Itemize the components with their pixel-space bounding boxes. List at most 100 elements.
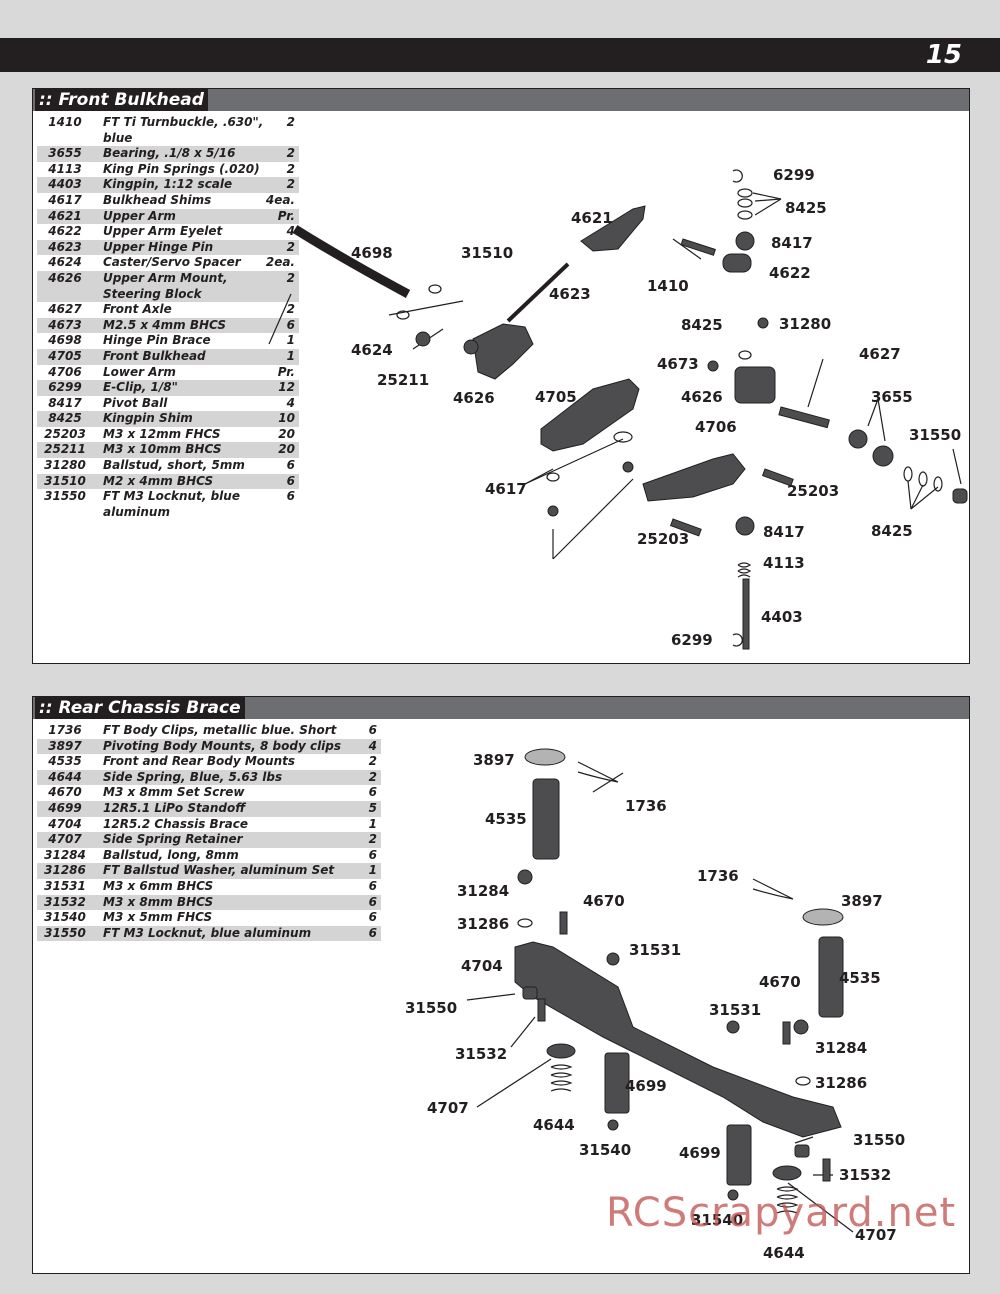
part-description: Front Bulkhead bbox=[103, 348, 206, 363]
part-quantity: 1 bbox=[368, 816, 377, 831]
part-quantity: 2 bbox=[286, 115, 295, 129]
part-description: Front and Rear Body Mounts bbox=[103, 754, 296, 769]
part-number: 4403 bbox=[48, 177, 82, 192]
callout-4673: 4673 bbox=[657, 355, 699, 373]
part-description: Side Spring, Blue, 5.63 lbs bbox=[103, 769, 283, 784]
callout-31550: 31550 bbox=[405, 999, 457, 1017]
page-number: 15 bbox=[925, 40, 962, 70]
part-description: E-Clip, 1/8" bbox=[103, 380, 178, 395]
callout-4617: 4617 bbox=[485, 480, 527, 498]
callout-4535-b: 4535 bbox=[839, 969, 881, 987]
callout-4670: 4670 bbox=[583, 892, 625, 910]
part-description: FT Body Clips, metallic blue. Short bbox=[103, 723, 337, 737]
part-quantity: 6 bbox=[368, 723, 377, 737]
part-description: FT M3 Locknut, blue aluminum bbox=[103, 489, 240, 519]
callout-31532-b: 31532 bbox=[839, 1166, 891, 1184]
part-description: Lower Arm bbox=[103, 364, 176, 379]
callout-8417-b: 8417 bbox=[763, 523, 805, 541]
part-row: 3655 Bearing, .1/8 x 5/16 2 bbox=[37, 146, 299, 162]
callout-4706: 4706 bbox=[695, 418, 737, 436]
part-quantity: 4 bbox=[368, 738, 377, 753]
part-number: 3655 bbox=[48, 146, 82, 161]
callout-31532: 31532 bbox=[455, 1045, 507, 1063]
callout-4623: 4623 bbox=[549, 285, 591, 303]
part-number: 1410 bbox=[48, 115, 82, 129]
part-description: Front Axle bbox=[103, 302, 172, 317]
callout-31284: 31284 bbox=[457, 882, 509, 900]
callout-4644-b: 4644 bbox=[763, 1244, 805, 1262]
part-description: Pivot Ball bbox=[103, 395, 168, 410]
callout-4707: 4707 bbox=[427, 1099, 469, 1117]
callout-31540-b: 31540 bbox=[691, 1211, 743, 1229]
callout-4627: 4627 bbox=[859, 345, 901, 363]
part-number: 3897 bbox=[48, 738, 82, 753]
part-number: 31550 bbox=[44, 925, 86, 940]
part-description: Kingpin, 1:12 scale bbox=[103, 177, 233, 192]
part-number: 25211 bbox=[44, 442, 86, 457]
part-quantity: 2 bbox=[286, 146, 295, 161]
callout-6299-b: 6299 bbox=[671, 631, 713, 649]
part-number: 4623 bbox=[48, 239, 82, 254]
part-number: 8425 bbox=[48, 411, 82, 426]
part-description: Hinge Pin Brace bbox=[103, 333, 211, 348]
callout-6299: 6299 bbox=[773, 166, 815, 184]
callout-25203: 25203 bbox=[787, 482, 839, 500]
callout-4624: 4624 bbox=[351, 341, 393, 359]
part-quantity: 6 bbox=[368, 847, 377, 862]
part-number: 4673 bbox=[48, 317, 82, 332]
part-quantity: 2 bbox=[368, 769, 377, 784]
callout-25203-b: 25203 bbox=[637, 530, 689, 548]
part-quantity: 12 bbox=[278, 380, 295, 395]
part-quantity: 4ea. bbox=[265, 192, 295, 207]
part-number: 4670 bbox=[48, 785, 82, 800]
part-quantity: 2 bbox=[286, 161, 295, 176]
part-description: FT M3 Locknut, blue aluminum bbox=[103, 925, 312, 940]
part-quantity: 10 bbox=[278, 411, 295, 426]
part-number: 4622 bbox=[48, 224, 82, 239]
rear-chassis-brace-diagram: 3897 1736 4535 1736 3897 31284 4670 3128… bbox=[405, 748, 905, 1262]
callout-1410: 1410 bbox=[647, 277, 689, 295]
part-number: 4624 bbox=[48, 255, 82, 270]
part-description: M2 x 4mm BHCS bbox=[103, 473, 214, 488]
part-quantity: 6 bbox=[286, 317, 295, 332]
part-description: 12R5.1 LiPo Standoff bbox=[103, 800, 246, 815]
callout-3655: 3655 bbox=[871, 388, 913, 406]
part-quantity: 4 bbox=[286, 395, 295, 410]
callout-4113: 4113 bbox=[763, 554, 805, 572]
part-number: 4698 bbox=[48, 333, 82, 348]
callout-31550-b: 31550 bbox=[853, 1131, 905, 1149]
part-number: 4113 bbox=[48, 161, 82, 176]
part-description: M3 x 12mm FHCS bbox=[103, 426, 221, 441]
callout-31531-b: 31531 bbox=[709, 1001, 761, 1019]
callout-4699-b: 4699 bbox=[679, 1144, 721, 1162]
section-title: :: Rear Chassis Brace bbox=[35, 697, 245, 719]
part-description: Bearing, .1/8 x 5/16 bbox=[103, 146, 236, 161]
part-quantity: 2 bbox=[368, 832, 377, 847]
part-description: Ballstud, long, 8mm bbox=[103, 847, 239, 862]
